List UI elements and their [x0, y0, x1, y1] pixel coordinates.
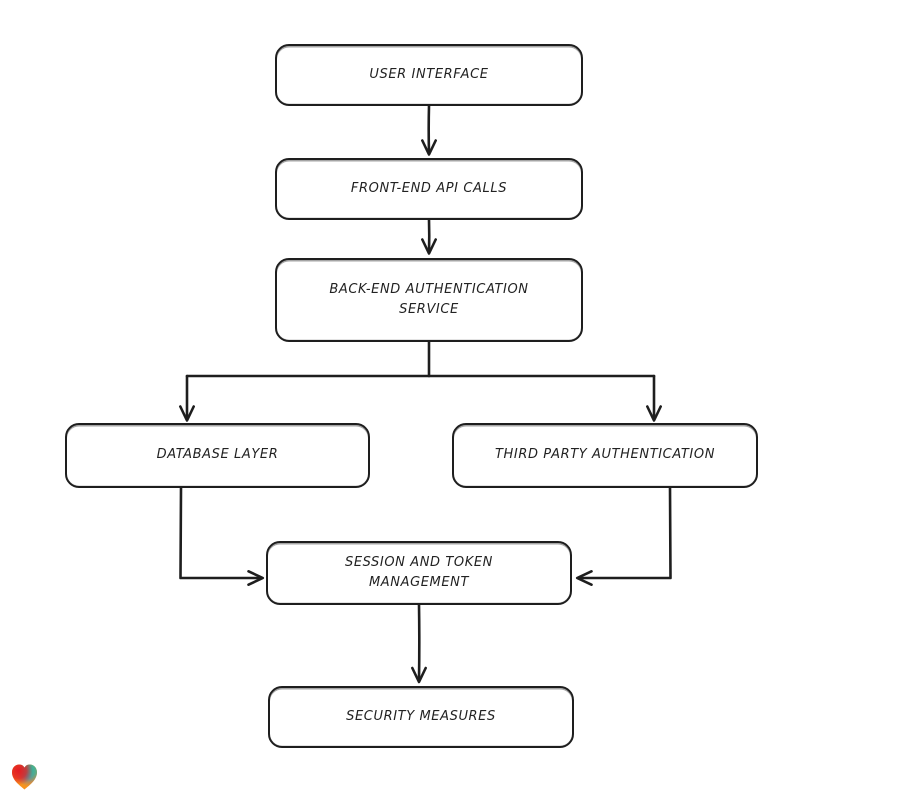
node-back-end-authentication-service[interactable]: BACK-END AUTHENTICATION SERVICE — [275, 258, 583, 342]
node-user-interface[interactable]: USER INTERFACE — [275, 44, 583, 106]
node-third-party-authentication-label: THIRD PARTY AUTHENTICATION — [494, 447, 716, 463]
heart-icon — [12, 764, 37, 790]
node-third-party-authentication[interactable]: THIRD PARTY AUTHENTICATION — [452, 423, 758, 488]
edge-third-party-auth-to-session-mgmt — [577, 486, 672, 580]
node-session-and-token-management-label: SESSION AND TOKEN MANAGEMENT — [344, 554, 494, 590]
arrowhead-down-icon — [646, 405, 662, 422]
node-database-layer-label: DATABASE LAYER — [156, 447, 279, 463]
arrowhead-down-icon — [411, 666, 427, 684]
arrowhead-down-icon — [421, 139, 437, 156]
node-front-end-api-calls-label: FRONT-END API CALLS — [350, 180, 508, 196]
arrowhead-down-icon — [179, 405, 195, 422]
arrowhead-down-icon — [421, 238, 437, 255]
node-database-layer[interactable]: DATABASE LAYER — [65, 423, 370, 488]
arrowhead-left-icon — [575, 570, 593, 586]
node-security-measures[interactable]: SECURITY MEASURES — [268, 686, 574, 748]
node-front-end-api-calls[interactable]: FRONT-END API CALLS — [275, 158, 583, 220]
node-security-measures-label: SECURITY MEASURES — [346, 708, 496, 724]
edge-database-layer-to-session-mgmt — [179, 486, 263, 580]
arrowhead-right-icon — [247, 570, 265, 586]
node-user-interface-label: USER INTERFACE — [369, 66, 489, 82]
heart-logo[interactable] — [8, 761, 41, 793]
node-session-and-token-management[interactable]: SESSION AND TOKEN MANAGEMENT — [266, 541, 572, 605]
node-back-end-authentication-service-label: BACK-END AUTHENTICATION SERVICE — [329, 281, 529, 317]
